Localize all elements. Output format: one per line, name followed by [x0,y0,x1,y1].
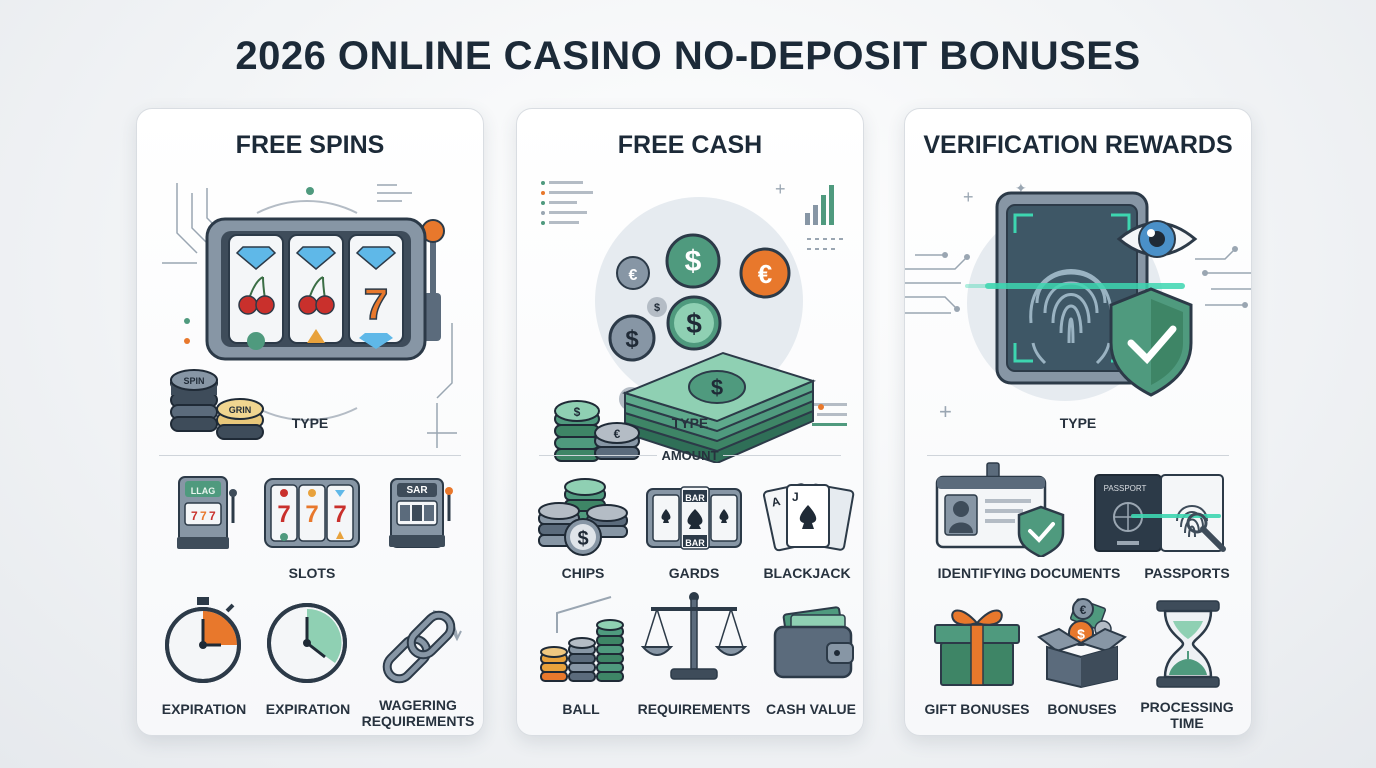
svg-text:$: $ [654,302,660,314]
svg-text:$: $ [1077,626,1085,642]
panel-title: FREE CASH [617,131,763,159]
coin-columns-icon [537,593,627,689]
slots-label: SLOTS [288,565,336,581]
chips-label: CHIPS [561,565,605,581]
stopwatch-icon [161,593,245,685]
section-divider-right [723,455,841,456]
svg-text:+: + [939,399,952,424]
svg-text:€: € [758,259,772,289]
bonuses-label: BONUSES [1047,701,1117,717]
bar-cards-icon [645,483,743,553]
svg-text:€: € [1080,603,1087,617]
gift-bonuses-label: GIFT BONUSES [924,701,1030,717]
panel-free-spins: FREE SPINS [136,108,484,736]
bar-text-bottom: BAR [685,538,705,548]
slot-reels-777-icon: 7 7 7 [263,475,361,551]
svg-text:7: 7 [333,501,346,528]
passports-label: PASSPORTS [1144,565,1230,581]
panel-title: FREE SPINS [235,131,385,159]
page-title: 2026 ONLINE CASINO NO-DEPOSIT BONUSES [235,34,1141,78]
amount-label: AMOUNT [661,448,719,463]
panel-title: VERIFICATION REWARDS [923,131,1233,159]
svg-text:A: A [770,494,782,510]
svg-text:+: + [963,187,974,207]
wallet-icon [771,605,857,681]
id-card-icon [935,461,1067,557]
small-slot-machine-icon: 7 7 7 [173,473,239,553]
svg-text:$: $ [574,405,581,419]
bar-slot-machine-icon [387,473,455,553]
chip-label-grin: GRIN [229,405,252,415]
svg-text:7: 7 [191,509,198,523]
passport-doc-text: PASSPORT [1103,484,1147,493]
section-divider [159,455,461,456]
expiration-label-2: EXPIRATION [265,701,351,717]
ball-label: BALL [562,701,600,717]
svg-text:€: € [614,427,621,441]
section-divider [927,455,1229,456]
svg-text:$: $ [686,308,702,339]
gards-label: GARDS [668,565,720,581]
svg-text:7: 7 [277,501,290,528]
cash-stack-icon: + $ $ $ $ € € $ [517,173,863,463]
requirements-label: REQUIREMENTS [637,701,751,717]
bar-slot-screen-text: SAR [406,485,428,496]
gift-box-icon [931,599,1023,689]
svg-text:+: + [775,179,786,199]
type-label: TYPE [671,415,709,431]
svg-text:J: J [792,490,799,504]
chips-stack-icon: $ [535,475,631,565]
section-divider-left [539,455,657,456]
svg-text:7: 7 [209,509,216,523]
balance-scale-icon [641,589,747,685]
panel-free-cash: FREE CASH + $ [516,108,864,736]
expiration-label-1: EXPIRATION [161,701,247,717]
svg-text:7: 7 [364,280,388,329]
identifying-documents-label: IDENTIFYING DOCUMENTS [937,565,1121,581]
processing-time-label: PROCESSING TIME [1140,699,1234,731]
svg-text:7: 7 [200,509,207,523]
svg-text:$: $ [577,528,588,550]
small-slot-screen-text: LLAG [190,486,216,496]
svg-text:$: $ [711,375,723,400]
clock-icon [265,601,349,685]
cash-value-label: CASH VALUE [766,701,856,717]
chain-link-icon [373,601,465,691]
blackjack-label: BLACKJACK [763,565,851,581]
hourglass-icon [1153,599,1223,689]
svg-text:€: € [629,267,638,284]
type-label: TYPE [1059,415,1097,431]
passport-icon [1091,471,1231,557]
svg-text:$: $ [625,326,639,353]
bonus-box-icon: € $ [1035,595,1129,689]
bar-text-top: BAR [685,493,705,503]
fingerprint-scanner-icon: + + ✦ [905,173,1251,463]
wagering-requirements-label: WAGERING REQUIREMENTS [361,697,475,729]
playing-cards-icon: A J [761,477,857,557]
slot-machine-icon: 7 SPIN GRIN [137,173,483,463]
svg-text:$: $ [685,245,702,278]
type-label: TYPE [291,415,329,431]
chip-label-spin: SPIN [183,376,204,386]
svg-text:7: 7 [305,501,318,528]
panel-verification-rewards: VERIFICATION REWARDS + + ✦ [904,108,1252,736]
